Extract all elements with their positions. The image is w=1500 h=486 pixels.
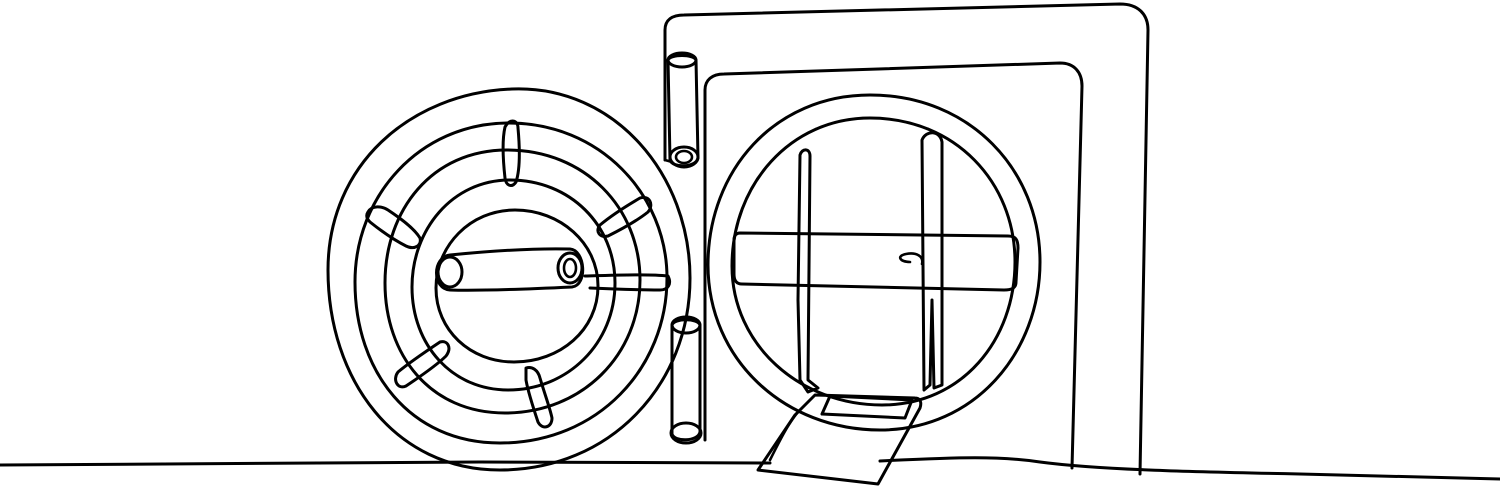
hinge-upper-cap xyxy=(666,51,698,69)
vault-door-spoke-top xyxy=(501,119,521,187)
floor-line-left xyxy=(0,460,772,467)
vault-door-spoke-left xyxy=(365,205,422,250)
vault-opening-outer xyxy=(706,93,1042,432)
vault-frame-inner xyxy=(703,61,1084,470)
vault-ramp xyxy=(756,393,923,486)
vault-strap-left xyxy=(796,148,820,394)
hinge-lower-base xyxy=(669,421,703,445)
hinge-upper-base xyxy=(668,145,700,169)
vault-frame xyxy=(663,2,1150,476)
vault-door-hub xyxy=(434,208,600,364)
vault-frame-edge xyxy=(663,158,674,164)
vault-door-connector-rod xyxy=(583,273,672,292)
vault-door-ring-2 xyxy=(353,121,669,445)
hinge-lower-cap xyxy=(670,315,702,335)
vault-door-handle-end-right xyxy=(556,251,584,285)
vault-ramp-plate xyxy=(756,393,923,486)
vault-door-handle-end-right-inner xyxy=(562,257,578,279)
vault-ramp-edge xyxy=(768,408,802,462)
vault-door-spoke-bottom xyxy=(524,366,554,429)
vault-hinges xyxy=(666,51,703,445)
vault-door-outer-rim xyxy=(326,87,692,472)
vault-door-spoke-right xyxy=(596,195,653,238)
vault-crossbar-loop xyxy=(898,252,924,266)
vault-door-ring-3 xyxy=(383,148,642,415)
vault-crossbar xyxy=(732,231,1020,292)
vault-door-handle-end-left xyxy=(436,255,464,289)
vault-door-ring-4 xyxy=(410,178,617,392)
vault-door-handle-bar xyxy=(435,247,585,292)
vault-door-spoke-bottom-left xyxy=(394,340,451,389)
floor-line-right xyxy=(878,456,1500,481)
vault-opening xyxy=(706,93,1042,432)
vault-strap-right xyxy=(920,131,944,392)
vault-ramp-inner xyxy=(820,394,914,420)
vault-opening-inner xyxy=(730,116,1017,407)
hinge-upper-base-inner xyxy=(674,149,694,165)
vault-frame-outer xyxy=(663,2,1150,476)
vault-door xyxy=(326,87,692,472)
